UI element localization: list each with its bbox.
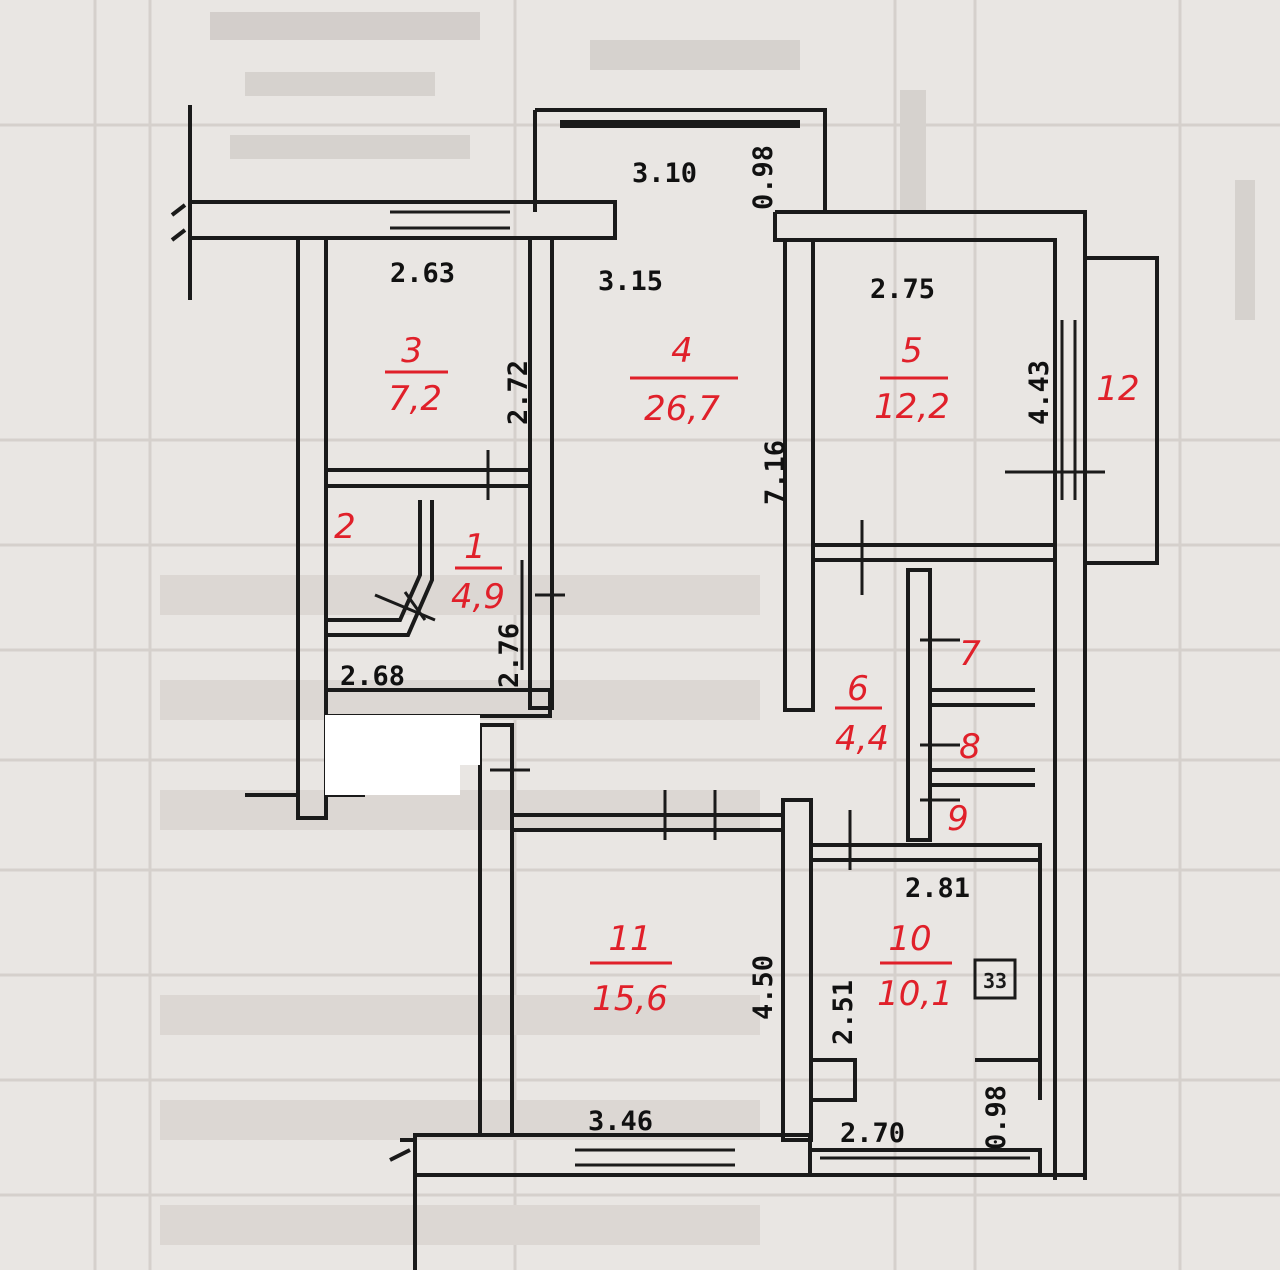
- dim-bottom-right-width: 2.70: [840, 1118, 905, 1149]
- dim-top-hall-side: 0.98: [748, 145, 779, 210]
- windows: [390, 210, 1077, 1167]
- dim-room10-height: 2.51: [828, 980, 859, 1045]
- room-12-id: 12: [1096, 369, 1139, 409]
- room-11-area: 15,6: [592, 979, 668, 1019]
- dim-room4-width: 3.15: [598, 266, 663, 297]
- room-4-id: 4: [671, 331, 693, 371]
- room-9-id: 9: [947, 799, 969, 839]
- dim-room4-height: 7.16: [760, 440, 791, 505]
- room-5-id: 5: [901, 331, 923, 371]
- room-6-id: 6: [847, 669, 869, 709]
- room-4-area: 26,7: [644, 389, 720, 429]
- dimensions: 3.10 0.98 2.63 2.72 3.15 7.16 2.75 4.43 …: [340, 145, 1055, 1150]
- room-3-area: 7,2: [388, 379, 442, 419]
- room-1-area: 4,9: [451, 577, 505, 617]
- room-labels: 3 7,2 4 26,7 5 12,2 12 2 1 4,9 7 6 4,4 8…: [334, 331, 1139, 1019]
- room-7-id: 7: [959, 634, 981, 674]
- room-3-id: 3: [401, 331, 423, 371]
- dim-bottom-right-side: 0.98: [981, 1085, 1012, 1150]
- dim-top-hall: 3.10: [632, 158, 697, 189]
- room-1-id: 1: [464, 527, 486, 567]
- dim-room3-height: 2.72: [503, 360, 534, 425]
- room-10-area: 10,1: [877, 974, 953, 1014]
- room-11-id: 11: [608, 919, 651, 959]
- dim-room1-height: 2.76: [494, 623, 525, 688]
- room-6-area: 4,4: [835, 719, 889, 759]
- room-5-area: 12,2: [874, 387, 950, 427]
- redaction-patch-side: [450, 715, 480, 765]
- room-8-id: 8: [959, 727, 981, 767]
- stove-icon: [973, 958, 1017, 1000]
- redaction-patch: [325, 715, 460, 795]
- dim-room3-width: 2.63: [390, 258, 455, 289]
- dim-room10-width: 2.81: [905, 873, 970, 904]
- room-10-id: 10: [888, 919, 931, 959]
- room-2-id: 2: [334, 507, 356, 547]
- dim-room5-width: 2.75: [870, 274, 935, 305]
- dim-room11-width: 3.46: [588, 1106, 653, 1137]
- walls: [170, 105, 1159, 1270]
- dim-room11-height: 4.50: [748, 955, 779, 1020]
- dim-room5-height: 4.43: [1024, 360, 1055, 425]
- dim-room1-width: 2.68: [340, 661, 405, 692]
- door-marks: [374, 450, 1105, 870]
- stove-label: 33: [983, 969, 1007, 993]
